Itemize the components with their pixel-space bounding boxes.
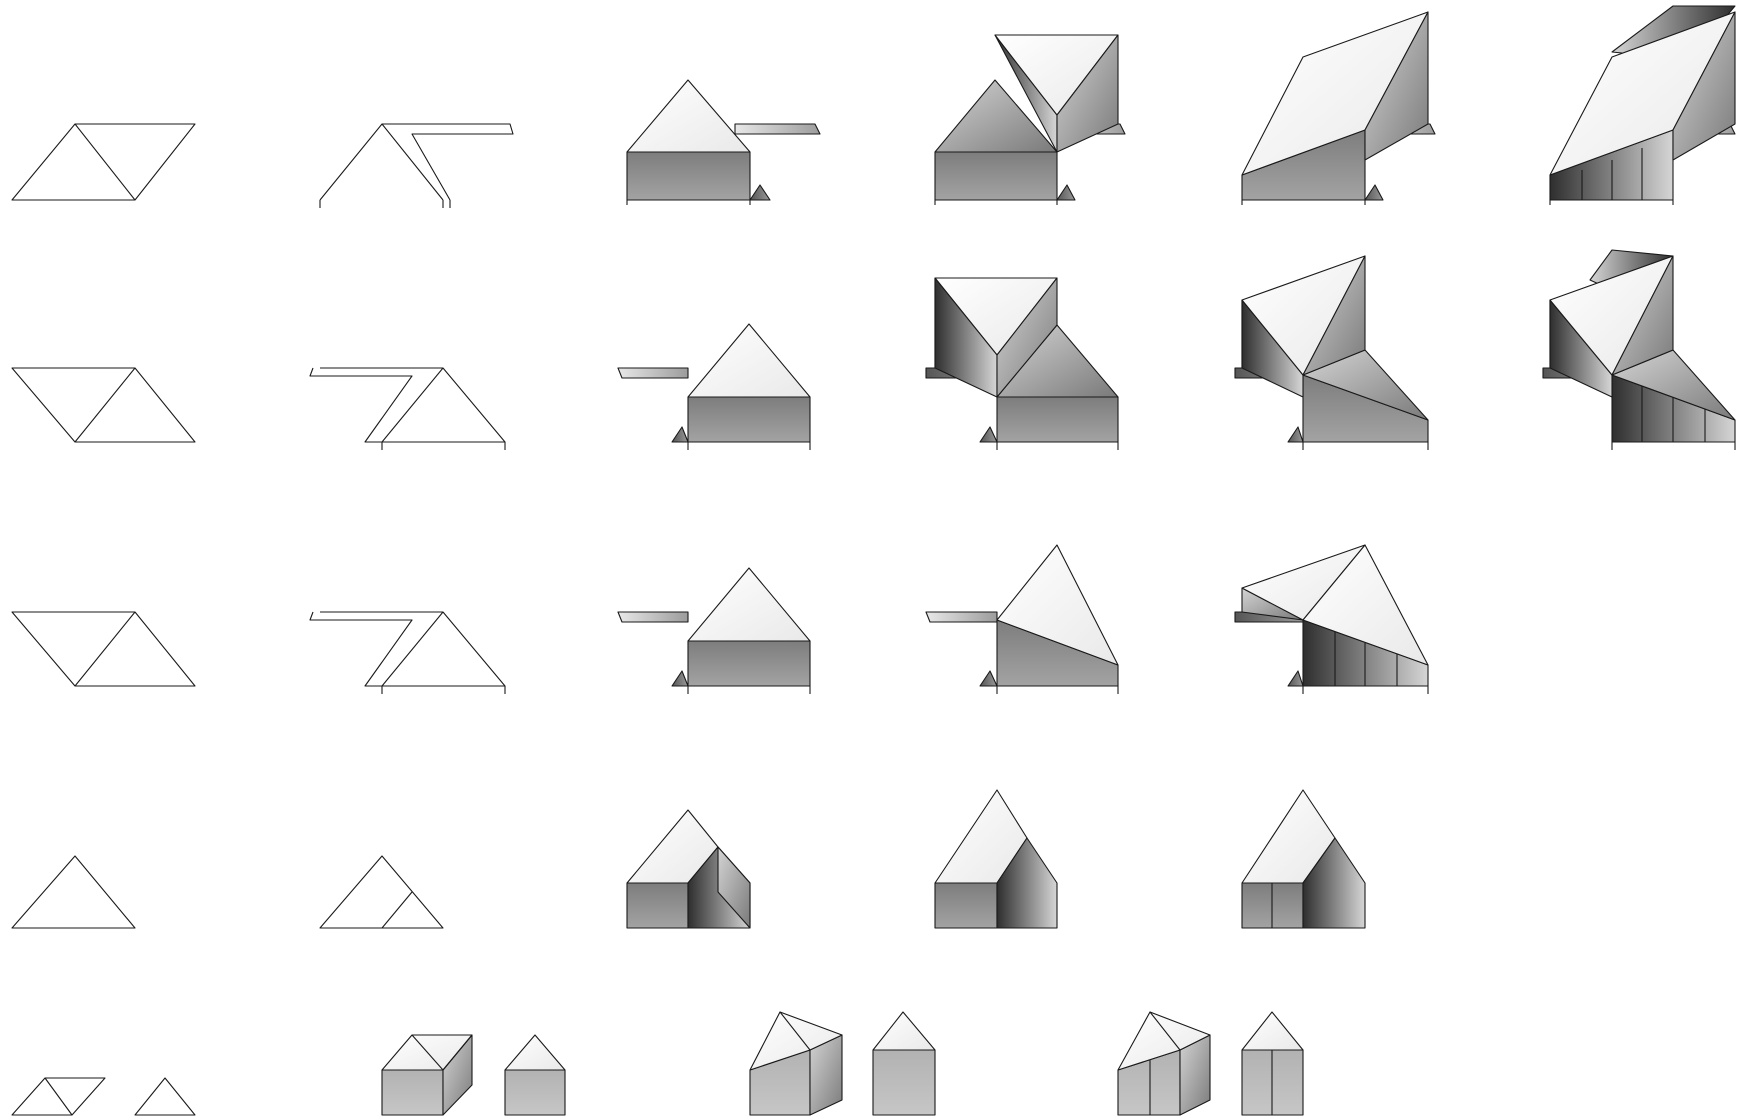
r1-c4-volume [935, 35, 1125, 205]
r1-c3-volume [627, 80, 820, 205]
r4-c1-outline [12, 856, 135, 928]
r2-c5-volume [1235, 256, 1428, 450]
row-1 [12, 6, 1735, 208]
row-3 [12, 545, 1428, 694]
r4-c3-volume [627, 810, 750, 928]
r5-group-1 [12, 1078, 195, 1115]
r2-c6-volume [1543, 250, 1735, 450]
r3-c2-outline-extended [310, 612, 505, 694]
r5-group-4 [1118, 1012, 1303, 1115]
r2-c3-volume [618, 324, 810, 450]
r3-c4-volume [926, 545, 1118, 694]
r1-c2-outline-extended [320, 124, 513, 208]
r2-c2-outline-extended [310, 368, 505, 450]
r2-c4-volume [926, 278, 1118, 450]
r4-c4-volume [935, 790, 1057, 928]
r3-c1-outline [12, 612, 195, 686]
row-4 [12, 790, 1365, 928]
row-5 [12, 1012, 1303, 1115]
r1-c5-volume [1242, 12, 1435, 205]
r5-group-3 [750, 1012, 935, 1115]
r3-c5-volume [1235, 545, 1428, 694]
r3-c3-volume [618, 568, 810, 694]
r4-c5-volume [1242, 790, 1365, 928]
r5-group-2 [382, 1035, 565, 1115]
r2-c1-outline [12, 368, 195, 442]
row-2 [12, 250, 1735, 450]
r1-c6-volume [1550, 6, 1735, 205]
r1-c1-outline [12, 124, 195, 200]
r4-c2-outline-split [320, 856, 443, 928]
